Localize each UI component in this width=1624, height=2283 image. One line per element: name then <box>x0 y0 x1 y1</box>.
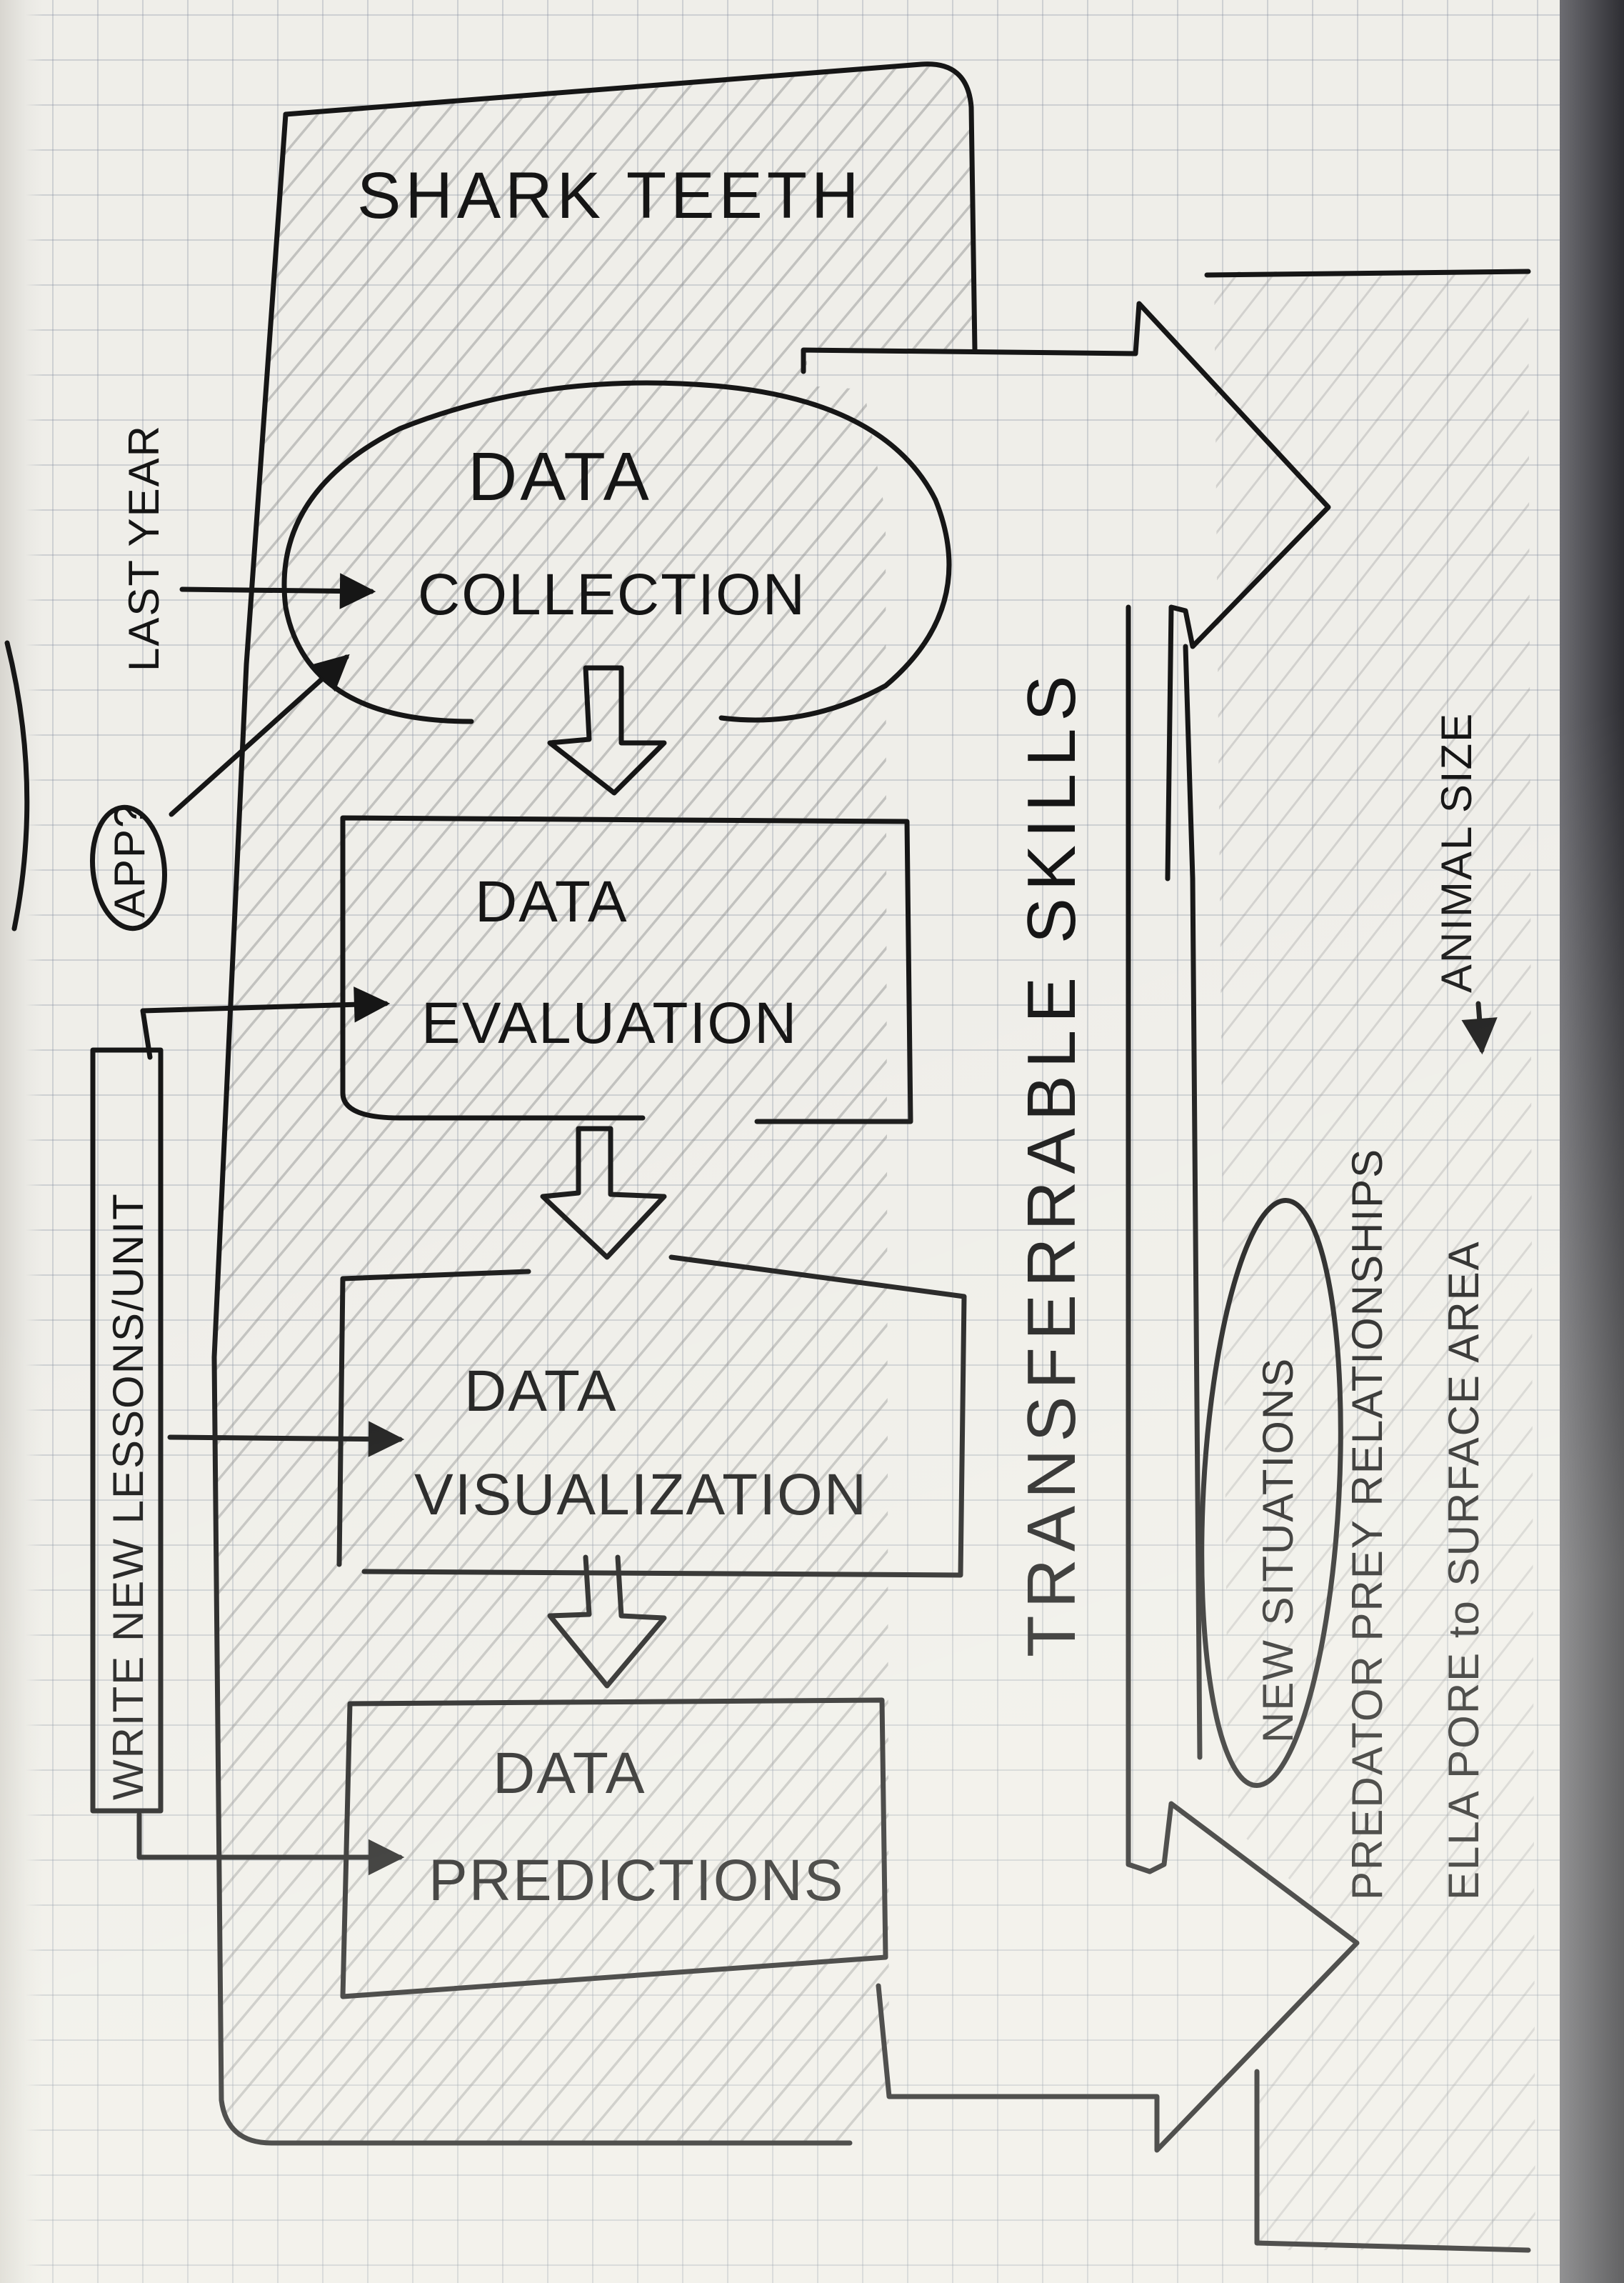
page-edge-curve <box>4 640 30 931</box>
desk-edge <box>1560 0 1624 2283</box>
vertical-band-left <box>1126 604 1153 1874</box>
write-new-box <box>90 1047 164 1814</box>
animal-size-label: ANIMAL SIZE <box>1433 712 1480 993</box>
stage-3-line1: DATA <box>464 1359 618 1424</box>
animal-size-arrow <box>1461 1001 1498 1055</box>
data-predictions-box <box>340 1697 888 1999</box>
upper-arrow <box>801 301 1331 881</box>
app-label: APP? <box>106 803 154 918</box>
down-arrow-3 <box>547 1554 667 1689</box>
transferable-skills-label: TRANSFERRABLE SKILLS <box>1013 669 1090 1657</box>
bottom-right-outline <box>1254 2069 1531 2253</box>
down-arrow-1 <box>547 665 667 796</box>
write-new-to-visualization-arrow <box>167 1421 405 1457</box>
write-new-to-predictions-arrow <box>136 1812 405 1876</box>
top-right-outline <box>1204 269 1531 278</box>
down-arrow-2 <box>540 1126 667 1260</box>
stage-1-line1: DATA <box>468 439 652 515</box>
vertical-band-right <box>1183 644 1203 1760</box>
stage-1-line2: COLLECTION <box>418 562 806 627</box>
stage-4-line1: DATA <box>493 1741 646 1806</box>
right-shaded-region <box>1214 271 1535 2250</box>
app-arrow <box>169 654 350 817</box>
app-circle <box>89 804 168 931</box>
stage-4-line2: PREDICTIONS <box>428 1848 844 1913</box>
data-collection-ellipse <box>281 380 952 724</box>
title: SHARK TEETH <box>357 159 863 232</box>
relationships-label: PREDATOR PREY RELATIONSHIPS <box>1343 1148 1391 1900</box>
data-evaluation-box <box>340 815 913 1124</box>
shark-tooth-region <box>214 64 975 2144</box>
write-new-to-evaluation-arrow <box>140 986 391 1060</box>
stage-2-line2: EVALUATION <box>421 991 798 1056</box>
new-situations-ellipse <box>1199 1198 1343 1788</box>
stage-2-line1: DATA <box>475 869 628 934</box>
notebook-binding <box>0 0 43 2283</box>
last-year-label: LAST YEAR <box>120 424 168 671</box>
new-situations-label: NEW SITUATIONS <box>1254 1357 1302 1743</box>
lower-arrow <box>876 1801 1360 2153</box>
last-year-arrow <box>179 573 376 609</box>
data-visualization-box <box>336 1254 967 1578</box>
shark-tooth-outline <box>283 61 978 353</box>
shark-tooth-left-edge <box>211 111 853 2146</box>
stage-3-line2: VISUALIZATION <box>414 1462 868 1527</box>
write-new-label: WRITE NEW LESSONS/UNIT <box>104 1192 152 1800</box>
ella-label: ELLA PORE to SURFACE AREA <box>1440 1240 1488 1900</box>
